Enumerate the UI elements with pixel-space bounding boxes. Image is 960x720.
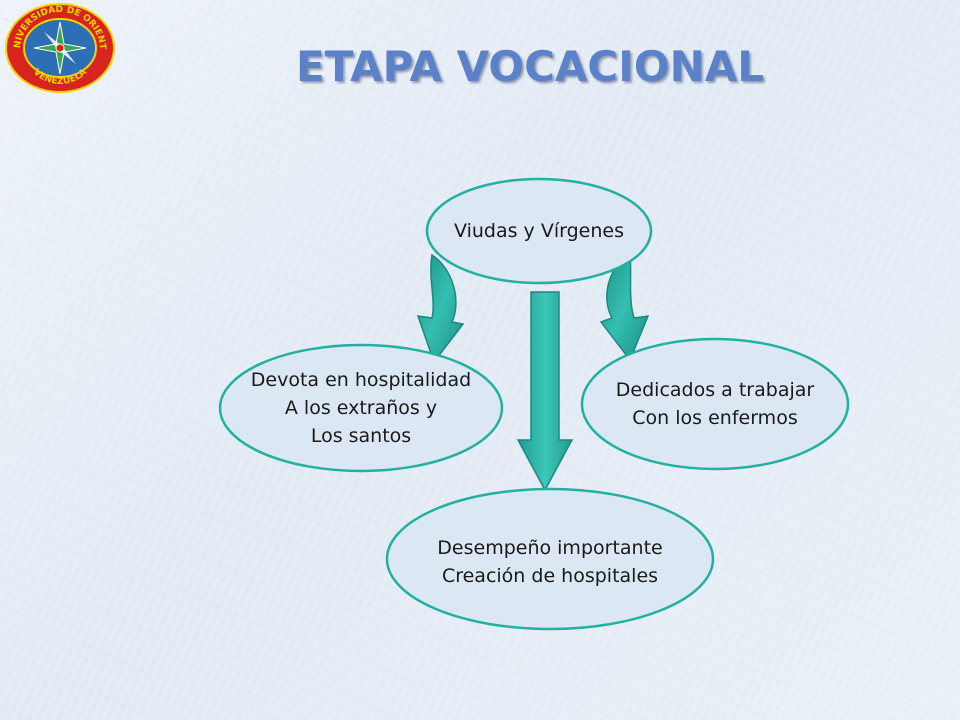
- node-left-line-3: Los santos: [310, 425, 412, 447]
- university-logo: UNIVERSIDAD DE ORIENTE VENEZUELA: [4, 2, 115, 93]
- arrow-curved-left: [416, 253, 465, 364]
- node-right-ellipse: [580, 337, 850, 471]
- node-top: Viudas y Vírgenes: [427, 217, 651, 245]
- node-right-line-2: Con los enfermos: [632, 407, 798, 429]
- node-left-line-1: Devota en hospitalidad: [250, 369, 472, 391]
- node-top-ellipse: [425, 177, 653, 285]
- arrow-down-center: [516, 291, 574, 492]
- compass-star-icon: [33, 21, 87, 75]
- page-title: ETAPA VOCACIONAL: [295, 42, 764, 91]
- node-right-line-1: Dedicados a trabajar: [615, 379, 815, 401]
- node-bottom-ellipse: [385, 487, 715, 631]
- node-bottom-line-1: Desempeño importante: [437, 537, 663, 559]
- node-bottom-line-2: Creación de hospitales: [441, 565, 659, 587]
- node-left-ellipse: [218, 343, 504, 473]
- node-left-line-2: A los extraños y: [284, 397, 438, 419]
- node-left: Devota en hospitalidad A los extraños y …: [220, 366, 502, 450]
- arrow-curved-right: [599, 250, 650, 362]
- node-bottom: Desempeño importante Creación de hospita…: [387, 534, 713, 590]
- node-right: Dedicados a trabajar Con los enfermos: [582, 376, 848, 432]
- node-top-line-1: Viudas y Vírgenes: [454, 220, 624, 242]
